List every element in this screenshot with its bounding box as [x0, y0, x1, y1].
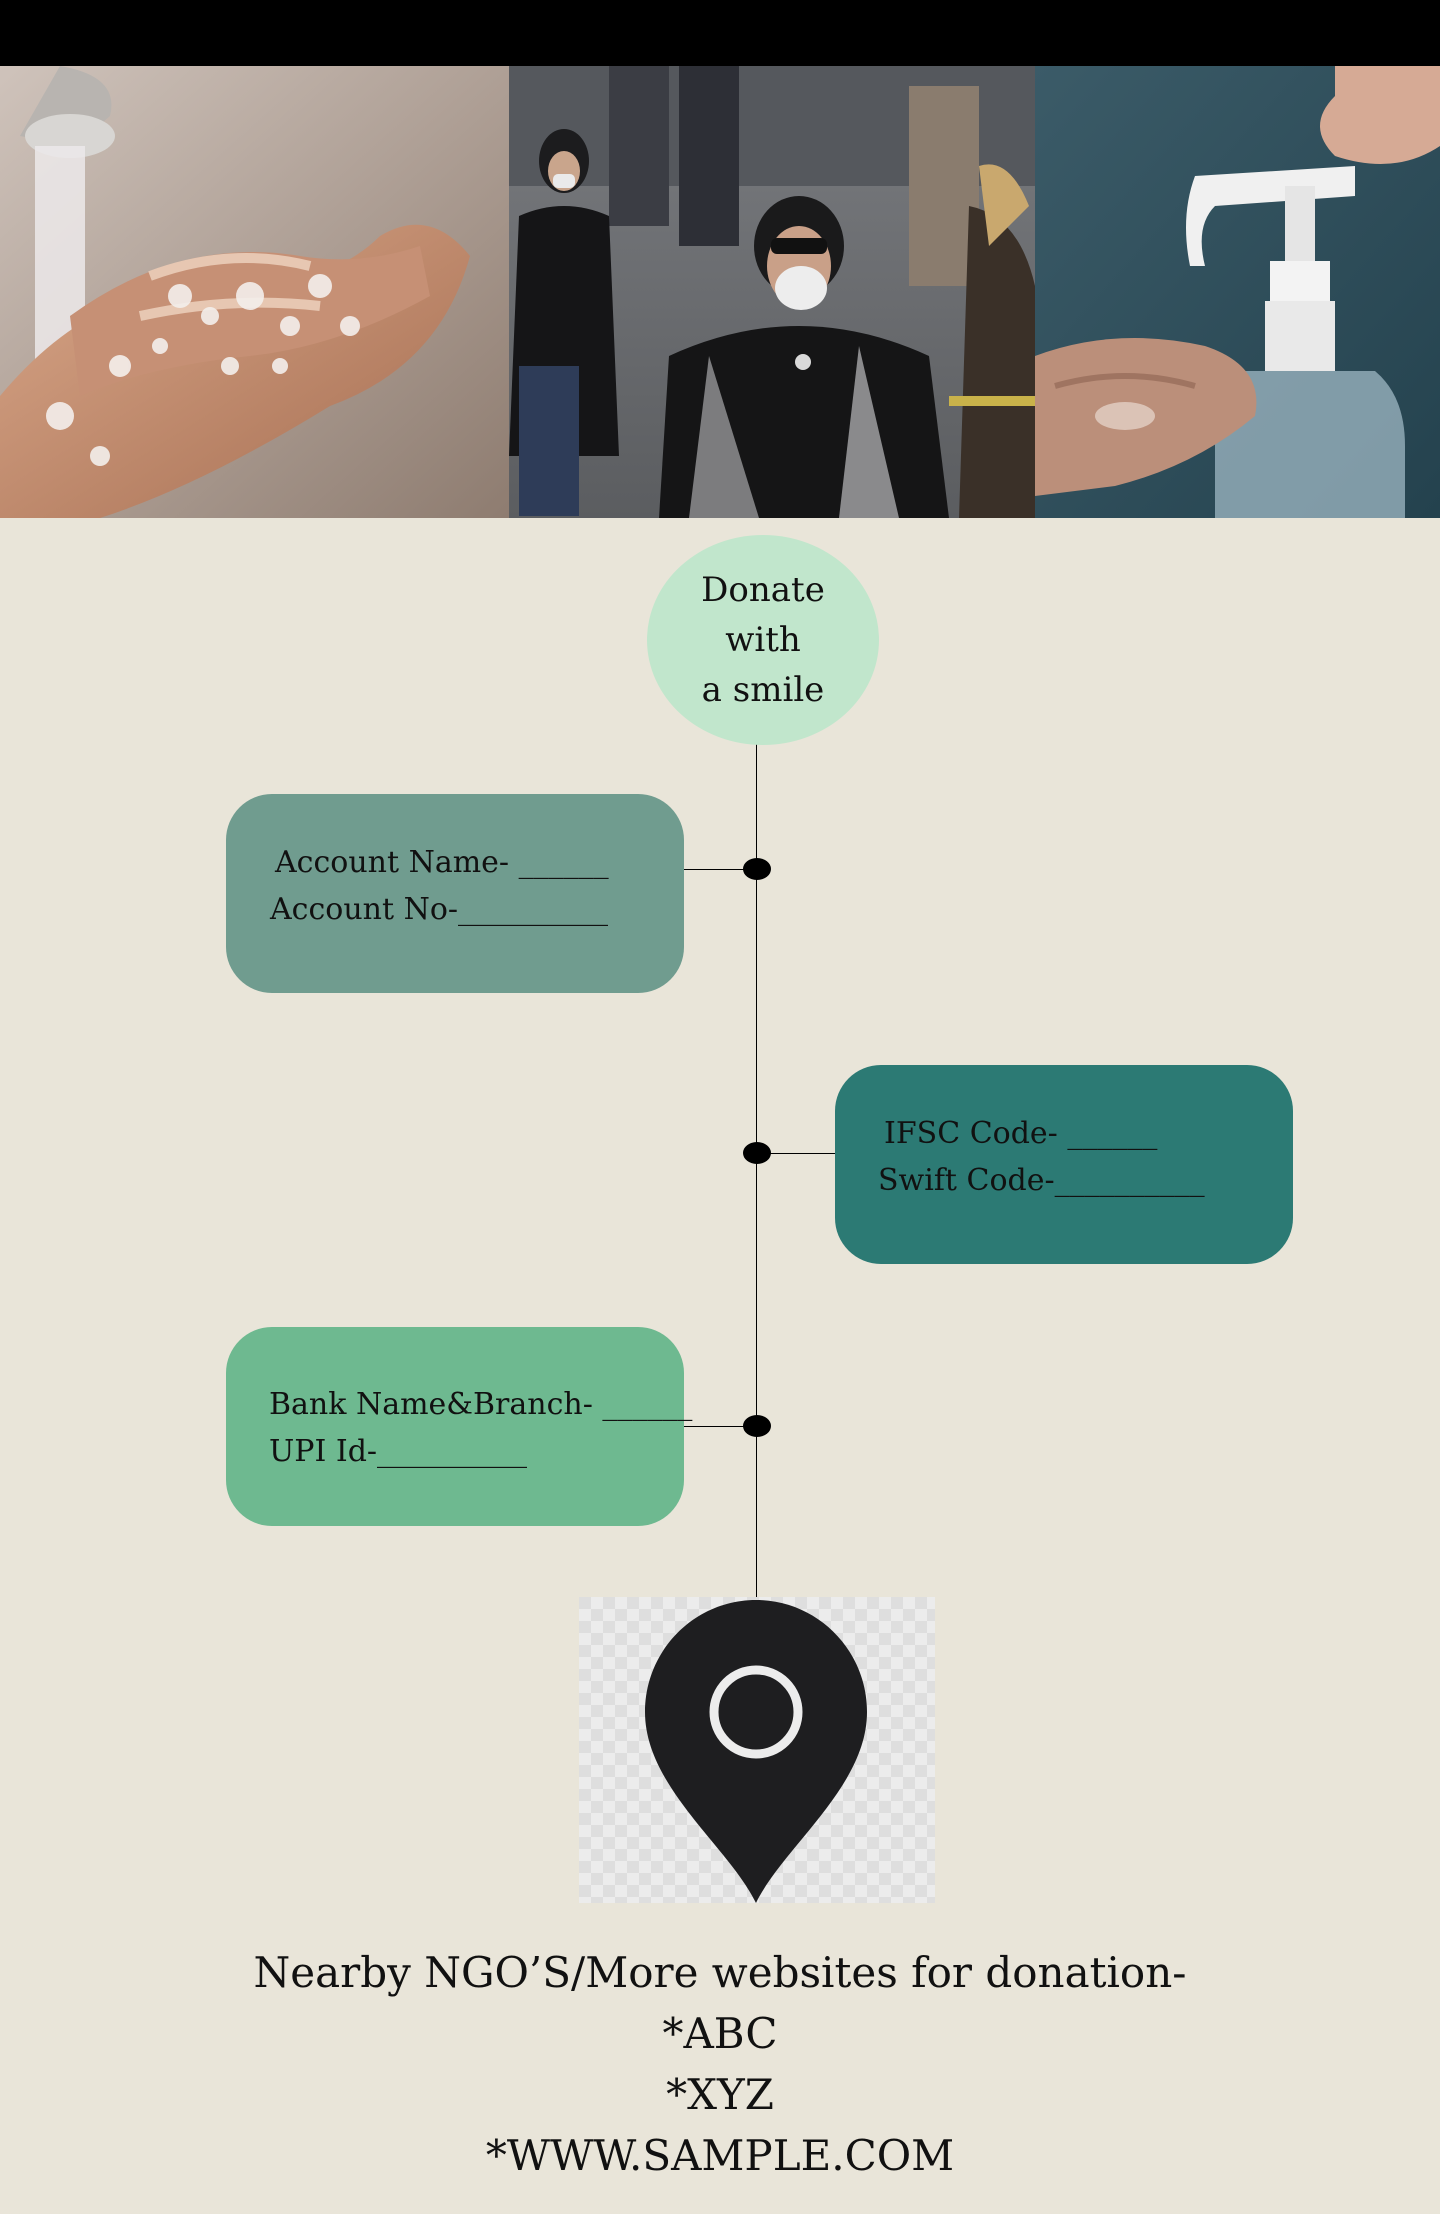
timeline-dot-bank: [743, 1415, 771, 1437]
photo-sanitizer: [1035, 66, 1440, 518]
photo-masked-crowd: [509, 66, 1035, 518]
donate-circle-line1: Donate with: [701, 570, 825, 660]
timeline-dot-ifsc: [743, 1142, 771, 1164]
account-name-label: Account Name- ______: [275, 845, 609, 880]
footer-item-abc: *ABC: [662, 2009, 778, 2058]
footer-heading: Nearby NGO’S/More websites for donation-: [253, 1948, 1187, 1997]
swift-code-label: Swift Code-__________: [878, 1163, 1205, 1198]
donate-circle-line2: a smile: [701, 670, 825, 710]
connector-ifsc: [757, 1153, 835, 1154]
footer-section: Nearby NGO’S/More websites for donation-…: [0, 1942, 1440, 2186]
donate-circle-text: Donate with a smile: [663, 565, 863, 715]
bank-details-box: Bank Name&Branch- ______ UPI Id-________…: [226, 1327, 693, 1526]
map-pin-icon: [579, 1597, 935, 1903]
photo-handwashing: [0, 66, 509, 518]
footer-item-website: *WWW.SAMPLE.COM: [485, 2131, 955, 2180]
timeline-line: [756, 744, 757, 1600]
connector-account: [684, 869, 757, 870]
ifsc-details-box: IFSC Code- ______ Swift Code-__________: [835, 1065, 1293, 1264]
footer-item-xyz: *XYZ: [666, 2070, 774, 2119]
upi-id-label: UPI Id-__________: [269, 1434, 528, 1469]
account-details-box: Account Name- ______ Account No-________…: [226, 794, 684, 993]
connector-bank: [684, 1426, 757, 1427]
ifsc-code-label: IFSC Code- ______: [884, 1116, 1158, 1151]
top-black-bar: [0, 0, 1440, 66]
donate-circle: Donate with a smile: [647, 535, 879, 745]
account-number-label: Account No-__________: [270, 892, 609, 927]
timeline-dot-account: [743, 858, 771, 880]
bank-name-branch-label: Bank Name&Branch- ______: [269, 1387, 693, 1422]
